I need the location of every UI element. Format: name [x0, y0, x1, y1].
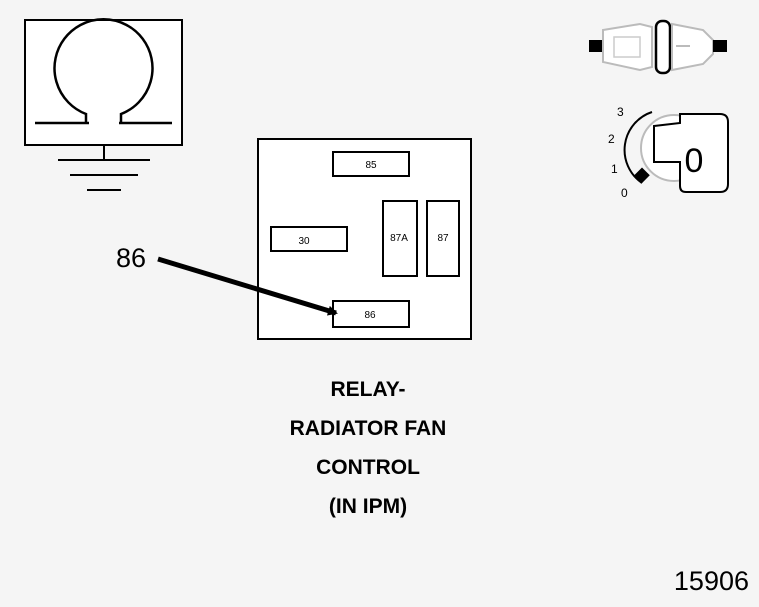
relay-pin-85-label: 85 [365, 160, 377, 171]
caption-line: RADIATOR FAN [289, 417, 447, 440]
figure-number: 15906 [673, 566, 749, 596]
ignition-position-1: 1 [611, 162, 618, 176]
ignition-position-0: 0 [621, 186, 628, 200]
caption-line: (IN IPM) [328, 495, 408, 518]
caption-line: RELAY- [330, 378, 406, 401]
connector-icon [589, 19, 727, 75]
relay-pin-87a: 87A [382, 200, 418, 277]
ignition-position-2: 2 [608, 132, 615, 146]
relay-pin-87: 87 [426, 200, 460, 277]
relay-caption: RELAY- RADIATOR FAN CONTROL (IN IPM) [218, 370, 518, 526]
ignition-key-label: 0 [685, 142, 704, 180]
relay-pin-86-label: 86 [364, 310, 376, 321]
relay-pin-87a-label: 87A [390, 233, 408, 244]
ground-ohm-icon [24, 18, 183, 191]
relay-pin-87-label: 87 [437, 233, 449, 244]
ignition-position-3: 3 [617, 105, 624, 119]
relay-pin-85: 85 [332, 151, 410, 177]
callout-label: 86 [116, 243, 146, 273]
caption-line: CONTROL [316, 456, 420, 479]
relay-pin-30-label: 30 [298, 236, 310, 247]
relay-pin-86: 86 [332, 300, 410, 328]
relay-pin-30: 30 [270, 226, 348, 252]
ignition-switch-icon: 3 2 1 0 0 [608, 105, 729, 200]
callout-arrow [157, 256, 338, 316]
